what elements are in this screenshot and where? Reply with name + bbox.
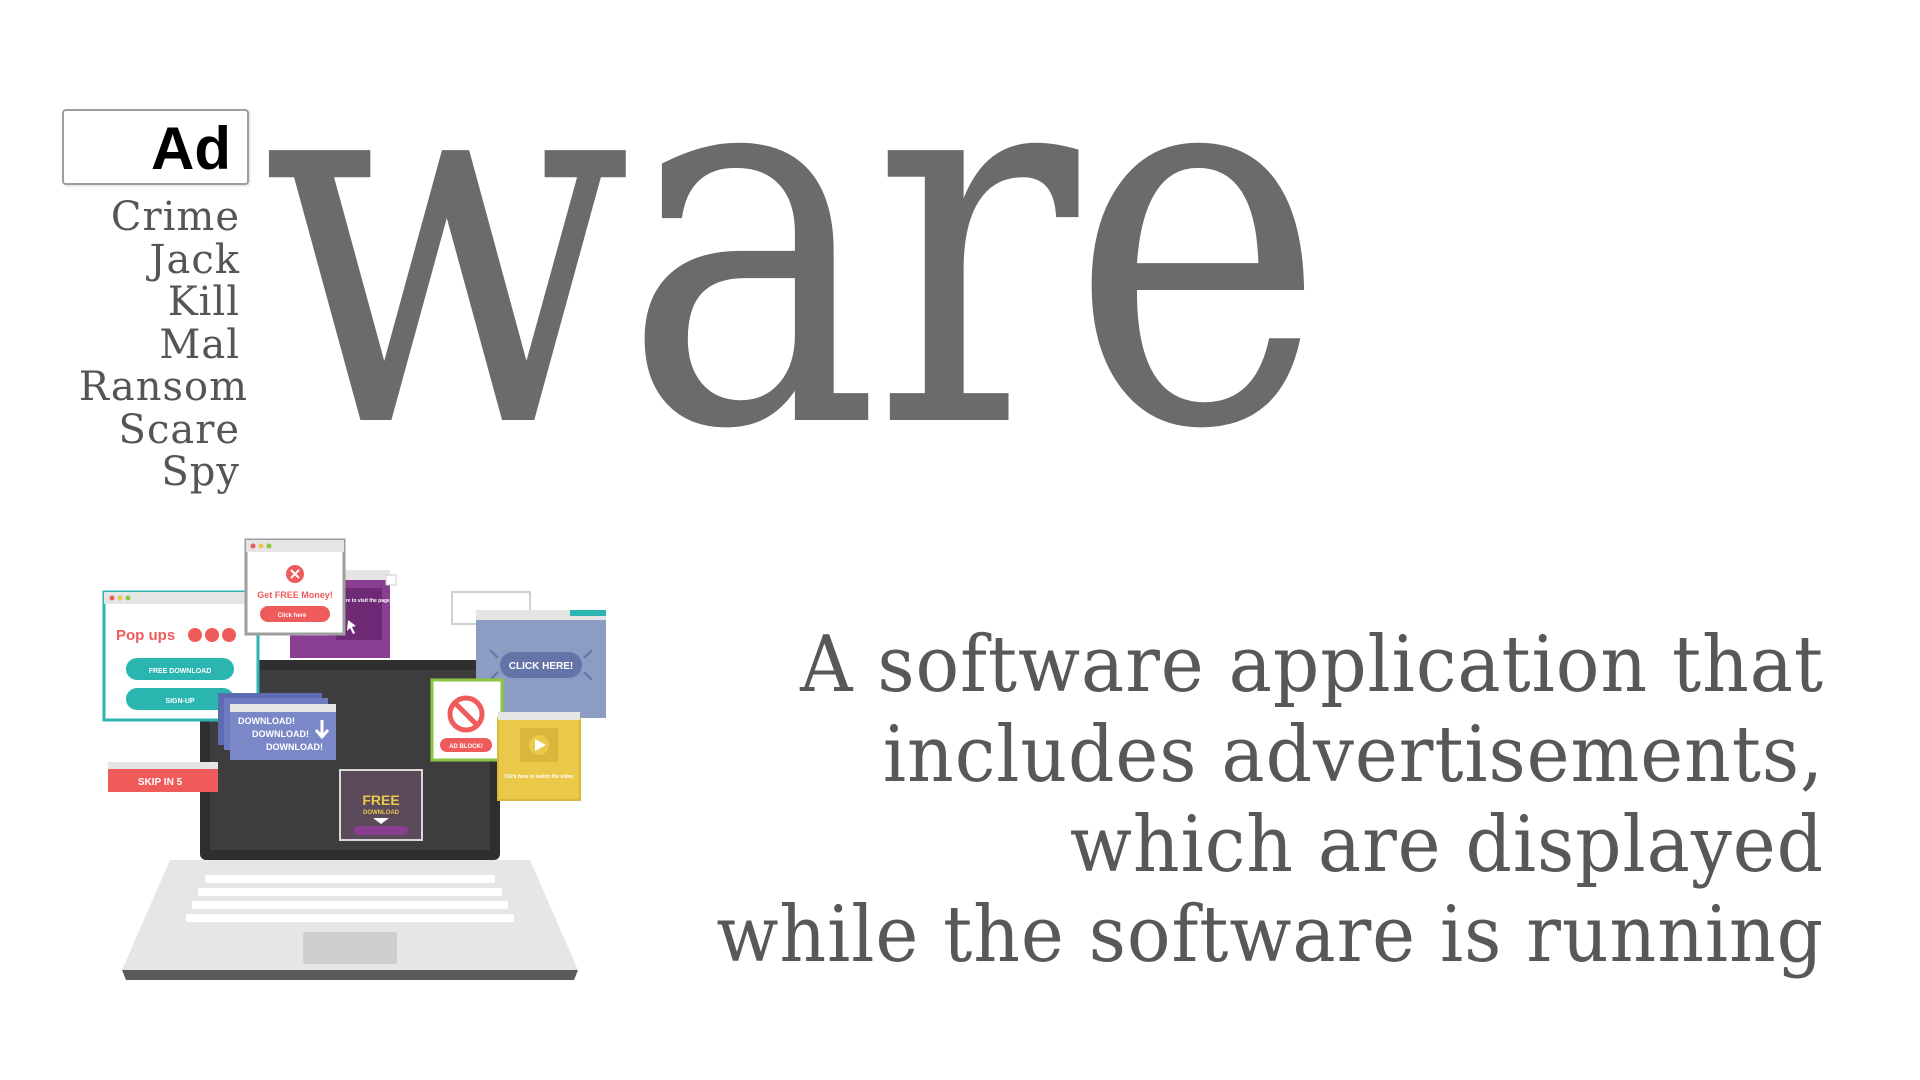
adblock-label: AD BLOCK! [449, 744, 483, 750]
download-line-1: DOWNLOAD! [238, 716, 295, 726]
skip-label: SKIP IN 5 [138, 777, 183, 788]
download-window: DOWNLOAD! DOWNLOAD! DOWNLOAD! [218, 693, 336, 760]
free-download-window: FREE DOWNLOAD [339, 769, 423, 841]
money-button[interactable] [260, 606, 330, 622]
popups-title: Pop ups [116, 627, 175, 644]
download-arrow-icon [314, 720, 330, 740]
video-window: Click here to watch the video [497, 712, 581, 801]
cursor-icon [347, 620, 356, 634]
block-icon [447, 695, 485, 733]
download-line-2: DOWNLOAD! [252, 729, 309, 739]
definition: A software application that includes adv… [584, 620, 1824, 980]
adblock-window: AD BLOCK! [430, 678, 504, 762]
prefix-box-label: Ad [151, 115, 231, 182]
prefix-scare: Scare [118, 406, 240, 453]
popups-window: Pop ups FREE DOWNLOAD SIGN-UP [102, 590, 260, 722]
purple-click-here: Click here to visit the page! [326, 598, 391, 604]
definition-line-3: which are displayed [1069, 800, 1824, 890]
definition-line-1: A software application that [800, 620, 1824, 710]
prefix-mal: Mal [159, 321, 240, 368]
prefix-box: Ad [62, 109, 249, 185]
free-download-button[interactable] [126, 658, 234, 680]
adblock-button[interactable] [440, 738, 492, 752]
laptop-popups-illustration: Pop ups FREE DOWNLOAD SIGN-UP Click here… [102, 538, 606, 980]
definition-line-2: includes advertisements, [882, 710, 1824, 800]
prefix-spy: Spy [161, 449, 240, 495]
skip-bar: SKIP IN 5 [108, 762, 218, 792]
free-title: FREE [362, 792, 399, 808]
video-caption: Click here to watch the video [505, 774, 574, 780]
prefix-crime: Crime [110, 194, 240, 240]
click-here-label: CLICK HERE! [509, 661, 573, 672]
trackpad [303, 932, 397, 964]
definition-line-4: while the software is running [716, 890, 1824, 980]
download-line-3: DOWNLOAD! [266, 742, 323, 752]
signup-label: SIGN-UP [165, 698, 195, 705]
keyboard [186, 875, 514, 922]
prefix-kill: Kill [167, 279, 240, 325]
money-window: Get FREE Money! Click here [244, 538, 346, 636]
main-word: ware [262, 0, 1326, 543]
money-button-label: Click here [278, 613, 307, 619]
click-here-button[interactable] [500, 652, 582, 678]
signup-button[interactable] [126, 688, 234, 710]
prefix-list: Crime Jack Kill Mal Ransom Scare Spy [40, 194, 247, 495]
free-sub: DOWNLOAD [363, 810, 400, 816]
free-download-label: FREE DOWNLOAD [149, 668, 212, 675]
prefix-jack: Jack [149, 236, 240, 283]
money-title: Get FREE Money! [257, 590, 333, 600]
prefix-ransom: Ransom [78, 364, 248, 410]
